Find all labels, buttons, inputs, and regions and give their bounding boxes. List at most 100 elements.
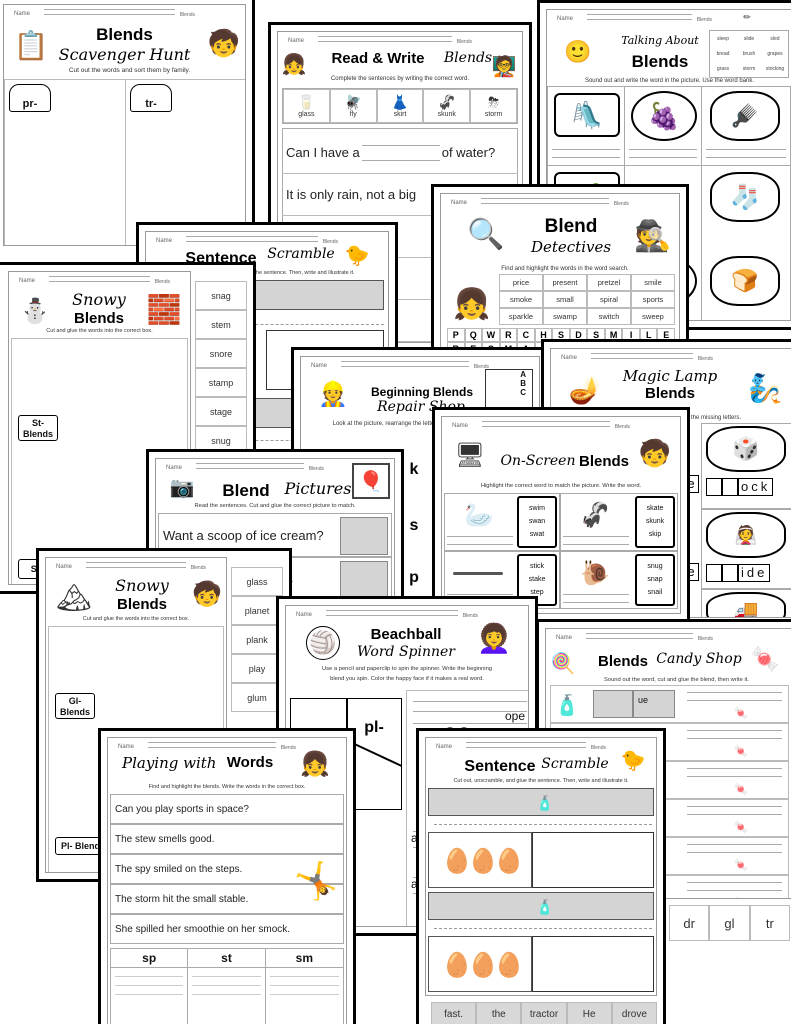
- illustration-box[interactable]: [532, 832, 654, 888]
- word-ending-box: ue: [633, 690, 675, 718]
- writing-line[interactable]: [434, 824, 652, 825]
- sentence-row[interactable]: The storm hit the small stable.: [110, 884, 344, 914]
- word-bank-item: stocking: [765, 66, 785, 73]
- word-card[interactable]: stamp: [195, 368, 247, 397]
- sort-column[interactable]: sm: [265, 949, 343, 1024]
- word-card[interactable]: planet: [231, 596, 283, 625]
- illustration-box[interactable]: [532, 936, 654, 992]
- blend-card[interactable]: gl: [709, 905, 750, 941]
- sort-column[interactable]: st: [188, 949, 266, 1024]
- instructions: Cut and glue the words into the correct …: [82, 616, 190, 622]
- tablet-choices: skate skunk skip: [635, 496, 675, 548]
- letter-tile: p: [409, 569, 419, 586]
- word-choice[interactable]: snap: [647, 576, 663, 583]
- instructions: Cut out, unscramble, and glue the senten…: [453, 778, 629, 784]
- word-card[interactable]: snag: [195, 281, 247, 310]
- word-choice[interactable]: swat: [529, 531, 545, 538]
- glue-strip[interactable]: 🧴: [428, 788, 654, 816]
- puzzle-cell[interactable]: 🎲 ock: [701, 423, 791, 509]
- search-word: smoke: [499, 291, 543, 308]
- instructions: Sound out and write the word in the pict…: [584, 78, 755, 84]
- word-choice[interactable]: skip: [648, 531, 662, 538]
- picture-cell-brush[interactable]: 🪮: [701, 86, 791, 166]
- word-card[interactable]: play: [231, 654, 283, 683]
- sort-column-pr[interactable]: pr-: [4, 79, 126, 245]
- puzzle-cell[interactable]: 👰 ide: [701, 509, 791, 589]
- word-choice[interactable]: snug: [647, 563, 663, 570]
- puzzle-cell[interactable]: 🚚: [701, 589, 791, 617]
- answer-blank[interactable]: [361, 144, 440, 161]
- word-card[interactable]: snore: [195, 339, 247, 368]
- letter-boxes: ide: [706, 564, 771, 582]
- match-cell-snail[interactable]: 🐌 snug snap snail: [560, 551, 678, 609]
- search-word: smile: [631, 274, 675, 291]
- word-choice[interactable]: swan: [528, 518, 546, 525]
- glue-strip[interactable]: 🧴: [428, 892, 654, 920]
- grid-letter[interactable]: S: [587, 328, 605, 342]
- sentence-row[interactable]: The spy smiled on the steps.: [110, 854, 344, 884]
- grid-letter[interactable]: W: [482, 328, 500, 342]
- search-word: small: [543, 291, 587, 308]
- word-card[interactable]: glum: [231, 683, 283, 712]
- grid-letter[interactable]: C: [517, 328, 535, 342]
- word-choice[interactable]: stick: [530, 563, 544, 570]
- swan-icon: 🦢: [464, 501, 494, 529]
- picture-cell-grapes[interactable]: 🍇: [624, 86, 702, 166]
- worksheet-title: Blends: [578, 453, 629, 470]
- word-card[interactable]: stage: [195, 397, 247, 426]
- word-card[interactable]: He: [566, 1002, 612, 1024]
- word-bank-item: 🦨skunk: [423, 89, 471, 123]
- block-icon: 🎲: [706, 426, 786, 472]
- word-card[interactable]: tractor: [521, 1002, 567, 1024]
- sort-column-tr[interactable]: tr-: [125, 79, 245, 245]
- snow-mountain-icon: 🏔: [56, 581, 92, 613]
- sort-column[interactable]: sp: [111, 949, 189, 1024]
- blend-card[interactable]: dr: [669, 905, 710, 941]
- word-choice[interactable]: skunk: [645, 518, 665, 525]
- word-choice[interactable]: snail: [647, 589, 663, 596]
- word-choice[interactable]: stake: [528, 576, 546, 583]
- picture-cell-slide[interactable]: 🛝: [547, 86, 625, 166]
- search-word: switch: [587, 308, 631, 325]
- word-bank-item: 🥛glass: [283, 89, 330, 123]
- writing-line[interactable]: [434, 928, 652, 929]
- word-choice[interactable]: skate: [646, 505, 664, 512]
- grapes-icon: 🍇: [631, 91, 697, 141]
- grid-letter[interactable]: Q: [464, 328, 483, 342]
- blend-glue-box[interactable]: [593, 690, 633, 718]
- sentence-row[interactable]: Can you play sports in space?: [110, 794, 344, 824]
- match-cell-swan[interactable]: 🦢 swim swan swat: [444, 493, 560, 551]
- word-card[interactable]: drove: [611, 1002, 657, 1024]
- word-card[interactable]: the: [476, 1002, 522, 1024]
- word-choice[interactable]: swim: [529, 505, 545, 512]
- sentence-row[interactable]: She spilled her smoothie on her smock.: [110, 914, 344, 944]
- word-choice[interactable]: step: [530, 589, 544, 596]
- grid-letter[interactable]: S: [552, 328, 570, 342]
- grid-letter[interactable]: P: [447, 328, 465, 342]
- word-card[interactable]: plank: [231, 625, 283, 654]
- word-card[interactable]: stem: [195, 310, 247, 339]
- picture-glue-box[interactable]: [340, 561, 388, 599]
- glass-icon: 🥛: [297, 94, 316, 110]
- sentence-row[interactable]: The stew smells good.: [110, 824, 344, 854]
- truck-icon: 🚚: [706, 592, 786, 617]
- word-card[interactable]: glass: [231, 567, 283, 596]
- blend-card[interactable]: tr: [749, 905, 790, 941]
- picture-cell-stocking[interactable]: 🧦 🍞: [701, 165, 791, 320]
- picture-glue-box[interactable]: [340, 517, 388, 555]
- grid-letter[interactable]: R: [499, 328, 518, 342]
- word-card[interactable]: fast.: [431, 1002, 477, 1024]
- match-cell-skunk[interactable]: 🦨 skate skunk skip: [560, 493, 678, 551]
